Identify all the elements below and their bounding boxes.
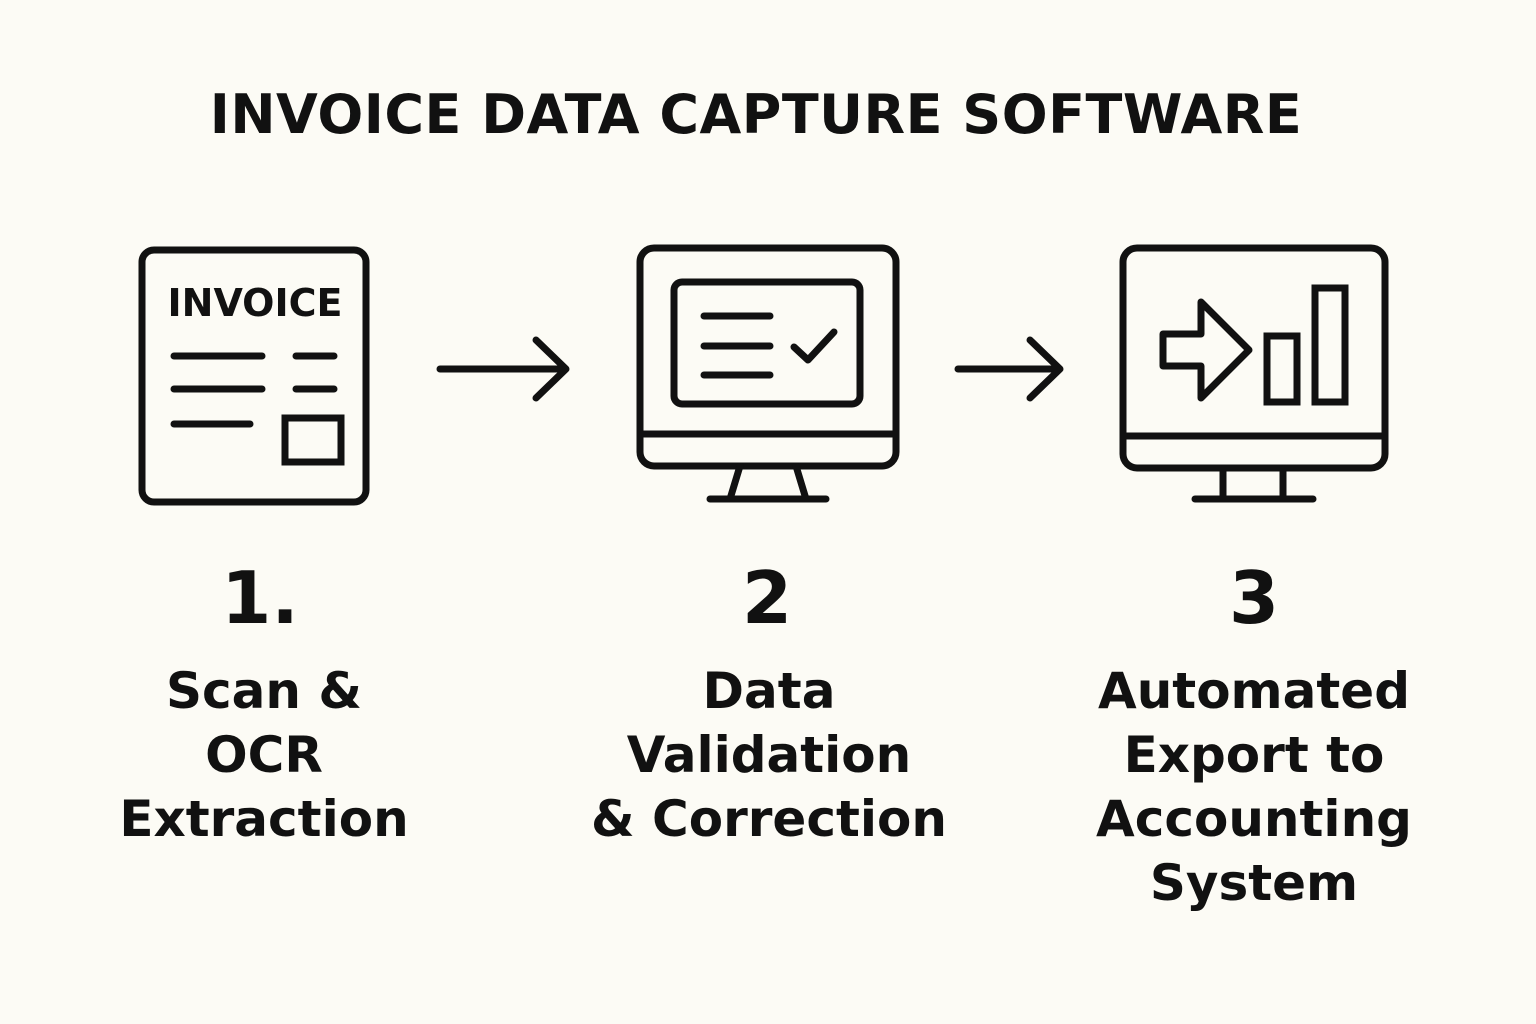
invoice-document-icon: INVOICE (138, 246, 370, 506)
step-label-line: Scan & (166, 662, 362, 720)
step-label-line: Export to (1123, 726, 1385, 784)
diagram-title: INVOICE DATA CAPTURE SOFTWARE (209, 83, 1303, 146)
step-label-line: OCR (205, 726, 323, 784)
step-label-line: Accounting (1096, 790, 1412, 848)
step-label-line: System (1149, 854, 1359, 912)
step-number-1: 1. (221, 556, 299, 640)
step-label-line: Extraction (119, 790, 409, 848)
monitor-export-chart-icon (1119, 244, 1389, 503)
step-label-line: & Correction (591, 790, 947, 848)
step-label-1: Scan & OCR Extraction (54, 659, 474, 851)
step-label-line: Data (702, 662, 836, 720)
step-label-3: Automated Export to Accounting System (1044, 659, 1464, 915)
arrow-right-icon (436, 336, 570, 402)
step-label-line: Validation (626, 726, 912, 784)
step-label-2: Data Validation & Correction (559, 659, 979, 851)
arrow-right-icon (954, 336, 1064, 402)
step-number-2: 2 (741, 556, 793, 640)
monitor-checklist-icon (636, 244, 900, 503)
step-label-line: Automated (1098, 662, 1410, 720)
invoice-icon-label: INVOICE (168, 281, 343, 325)
step-number-3: 3 (1228, 556, 1280, 640)
